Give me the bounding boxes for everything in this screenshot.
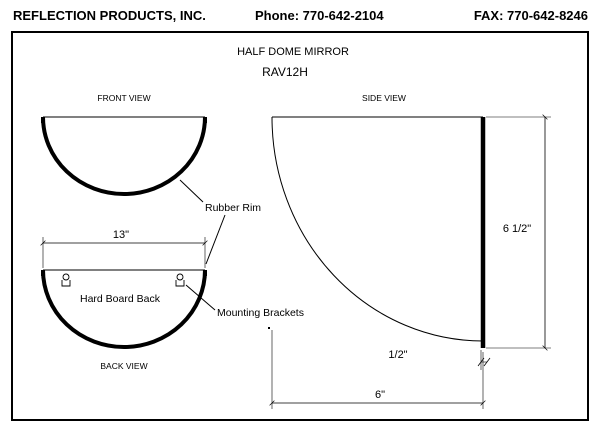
back-view-label: BACK VIEW [100,361,147,371]
side-view-label: SIDE VIEW [362,93,406,103]
width-dimension-label: 13" [113,229,129,241]
front-view-label: FRONT VIEW [97,93,150,103]
depth-dimension-label: 6" [375,389,385,401]
height-dimension [486,114,551,351]
model-number: RAV12H [262,65,308,79]
center-mark [268,327,270,329]
thickness-dimension [477,350,491,370]
mounting-bracket-right [175,273,185,287]
rubber-rim-leader-front [179,179,204,203]
mounting-brackets-leader [185,284,216,311]
height-dimension-label: 6 1/2" [503,223,531,235]
front-view-dome [41,116,207,196]
rubber-rim-label: Rubber Rim [205,202,261,214]
thickness-dimension-label: 1/2" [388,349,407,361]
fax-number: FAX: 770-642-8246 [473,8,588,23]
sheet-border [11,31,589,421]
width-dimension [40,237,208,268]
phone-number: Phone: 770-642-2104 [255,8,384,23]
mounting-bracket-left [61,273,71,287]
drawing-title: HALF DOME MIRROR [237,46,349,58]
company-name: REFLECTION PRODUCTS, INC. [13,8,206,23]
depth-dimension [269,330,486,409]
rubber-rim-leader-back [205,214,226,265]
side-view-profile [271,116,486,348]
hard-board-back-label: Hard Board Back [80,293,161,305]
mounting-brackets-label: Mounting Brackets [217,307,304,319]
back-view-dome [41,269,207,349]
